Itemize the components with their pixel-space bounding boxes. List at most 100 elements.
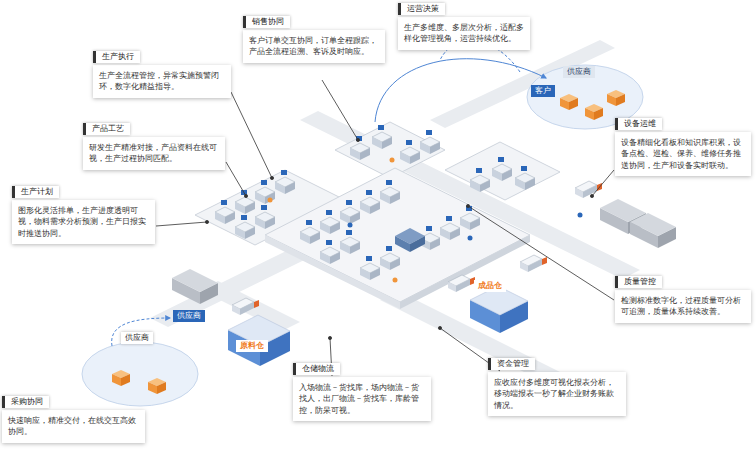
- finished-goods-building: [470, 286, 528, 333]
- worker: [468, 236, 473, 241]
- workshop-floor: [335, 122, 445, 178]
- leader-dot: [356, 138, 359, 141]
- leader-line: [156, 222, 207, 226]
- warehouse: [172, 269, 218, 304]
- package: [607, 90, 625, 106]
- leader-dot: [328, 336, 331, 339]
- flow-arc: [112, 318, 170, 346]
- illustration-label: 供应商: [563, 66, 595, 78]
- package: [148, 378, 166, 394]
- leader-dot: [205, 220, 208, 223]
- callout-text: 检测标准数字化，过程质量可分析可追溯，质量体系持续改善。: [621, 295, 745, 318]
- callout-text: 图形化灵活排单，生产进度透明可视，物料需求分析预测，生产日报实时推送协同。: [18, 205, 149, 239]
- pallets: [395, 228, 425, 252]
- truck: [520, 255, 547, 272]
- leader-dot: [466, 204, 469, 207]
- machine: [400, 140, 420, 164]
- callout-box: 采购协同快速响应，精准交付，在线交互高效协同。: [2, 410, 145, 443]
- machine: [515, 166, 535, 190]
- callout-text: 客户订单交互协同，订单全程跟踪，产品全流程追溯、客诉及时响应。: [249, 35, 379, 58]
- leader-line: [592, 170, 614, 196]
- platforms: [195, 122, 560, 309]
- machine: [420, 130, 440, 154]
- callout-title: 销售协同: [243, 16, 290, 28]
- worker: [578, 213, 583, 218]
- callout-text: 生产全流程管控，异常实施预警闭环，数字化精益指导。: [99, 70, 225, 93]
- machine: [320, 240, 340, 264]
- illustration-label: 原料仓: [236, 340, 268, 352]
- callout-title: 采购协同: [2, 396, 49, 408]
- callout-text: 快速响应，精准交付，在线交互高效协同。: [8, 415, 139, 438]
- machines: [215, 125, 535, 280]
- callout-title: 生产执行: [93, 51, 140, 63]
- worker: [348, 223, 353, 228]
- machine: [360, 190, 380, 214]
- machine: [470, 168, 490, 192]
- machine: [380, 180, 400, 204]
- machine: [215, 200, 235, 224]
- leader-line: [468, 206, 614, 300]
- machine: [380, 246, 400, 270]
- circle-ground: [82, 342, 198, 406]
- machine: [255, 205, 275, 229]
- package: [112, 370, 130, 386]
- machine: [235, 215, 255, 239]
- workshop-floor: [445, 142, 560, 200]
- illustration-label: 成品仓: [474, 280, 506, 292]
- machine: [340, 230, 360, 254]
- callout-box: 生产计划图形化灵活排单，生产进度透明可视，物料需求分析预测，生产日报实时推送协同…: [12, 200, 155, 244]
- machine: [340, 200, 360, 224]
- machine: [275, 170, 295, 194]
- callout-title: 运营决策: [398, 3, 445, 15]
- illustration-label: 客户: [531, 85, 555, 97]
- machine: [255, 180, 275, 204]
- callout-text: 生产多维度、多层次分析，适配多样化管理视角，运营持续优化。: [404, 22, 524, 45]
- callout-text: 入场物流－货找库，场内物流－货找人，出厂物流－货找车，库龄管控，防呆可视。: [299, 382, 425, 416]
- leader-dot: [270, 176, 273, 179]
- worker: [390, 158, 395, 163]
- leader-line: [322, 80, 358, 140]
- package: [560, 94, 578, 110]
- worker: [393, 278, 398, 283]
- callout-title: 质量管控: [615, 276, 662, 288]
- leader-dot: [244, 194, 247, 197]
- callout-text: 应收应付多维度可视化报表分析，移动端报表一秒了解企业财务账款情况。: [494, 377, 620, 411]
- leader-line: [231, 92, 272, 178]
- raw-material-building: [228, 315, 290, 366]
- illustration-label: 供应商: [121, 332, 153, 344]
- worker: [268, 198, 273, 203]
- machine: [360, 256, 380, 280]
- warehouses: [172, 199, 676, 304]
- callout-title: 产品工艺: [83, 123, 130, 135]
- callout-box: 质量管控检测标准数字化，过程质量可分析可追溯，质量体系持续改善。: [615, 290, 751, 323]
- callout-box: 仓储物流入场物流－货找库，场内物流－货找人，出厂物流－货找车，库龄管控，防呆可视…: [293, 377, 431, 421]
- people: [268, 158, 583, 283]
- callout-box: 运营决策生产多维度、多层次分析，适配多样化管理视角，运营持续优化。: [398, 17, 530, 50]
- supplier-circle: [82, 342, 198, 406]
- machine: [460, 206, 480, 230]
- illustration-label: 供应商: [173, 310, 205, 322]
- callout-title: 生产计划: [12, 186, 59, 198]
- callout-title: 仓储物流: [293, 363, 340, 375]
- callout-title: 设备运维: [615, 118, 662, 130]
- machine: [300, 220, 320, 244]
- callout-text: 设备精细化看板和知识库积累，设备点检、巡检、保养、维修任务推送协同，生产和设备实…: [621, 137, 745, 171]
- machine: [320, 210, 340, 234]
- floor-edge: [265, 235, 400, 309]
- callout-box: 设备运维设备精细化看板和知识库积累，设备点检、巡检、保养、维修任务推送协同，生产…: [615, 132, 751, 176]
- machine: [440, 216, 460, 240]
- callout-text: 研发生产精准对接，产品资料在线可视，生产过程协同匹配。: [89, 142, 219, 165]
- machine: [492, 157, 512, 181]
- leader-dot: [438, 326, 441, 329]
- callout-title: 资金管理: [488, 358, 535, 370]
- callout-box: 生产执行生产全流程管控，异常实施预警闭环，数字化精益指导。: [93, 65, 231, 98]
- callout-box: 产品工艺研发生产精准对接，产品资料在线可视，生产过程协同匹配。: [83, 137, 225, 170]
- leader-lines: [156, 80, 614, 376]
- flow-arc: [375, 59, 546, 122]
- pallet: [395, 236, 410, 252]
- trucks: [232, 181, 602, 315]
- warehouse: [630, 213, 676, 248]
- callout-box: 销售协同客户订单交互协同，订单全程跟踪，产品全流程追溯、客诉及时响应。: [243, 30, 385, 63]
- machine: [372, 125, 392, 149]
